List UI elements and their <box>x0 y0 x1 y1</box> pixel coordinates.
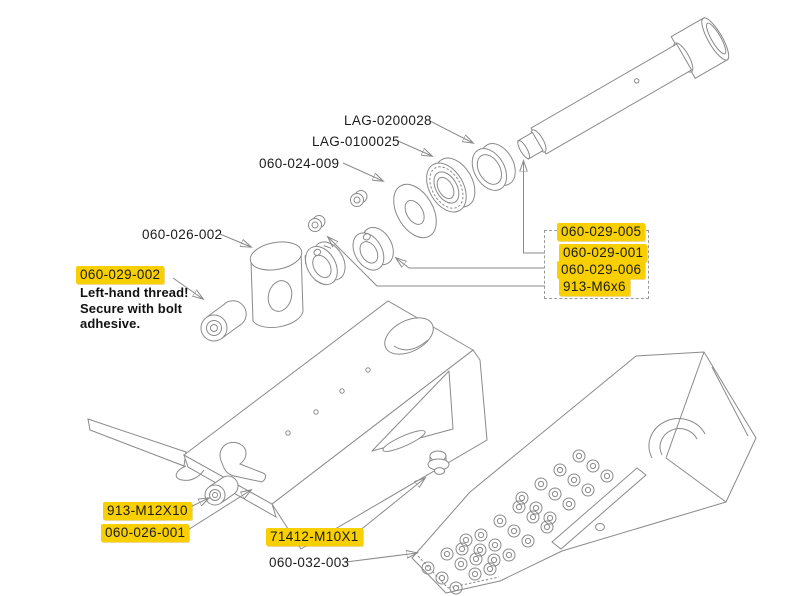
cylinder-housing-drawing <box>248 238 304 327</box>
part-label-060-029-006: 060-029-006 <box>557 261 646 279</box>
set-screw-upper-drawing <box>351 191 368 207</box>
part-label-060-026-002: 060-026-002 <box>142 227 223 242</box>
part-label-060-029-005: 060-029-005 <box>557 223 646 241</box>
part-label-913-m6x6: 913-M6x6 <box>559 278 630 296</box>
part-label-060-032-003: 060-032-003 <box>269 555 350 570</box>
axle-shaft-drawing <box>509 15 733 172</box>
part-label-lag-0200028: LAG-0200028 <box>344 113 432 128</box>
part-label-71412-m10x1: 71412-M10X1 <box>266 528 363 546</box>
part-label-060-026-001: 060-026-001 <box>101 524 190 542</box>
part-label-060-029-001: 060-029-001 <box>559 244 648 262</box>
washer-disc-drawing <box>385 177 445 245</box>
note-text: Left-hand thread! Secure with bolt adhes… <box>80 285 189 331</box>
roller-drawing <box>201 301 246 341</box>
part-label-lag-0100025: LAG-0100025 <box>312 134 400 149</box>
part-label-913-m12x10: 913-M12X10 <box>103 502 192 520</box>
collar-drawing <box>347 222 400 276</box>
set-screw-m6x6-drawing <box>309 216 326 232</box>
leader-lines <box>173 121 545 562</box>
lower-roller-drawing <box>205 476 238 505</box>
part-label-060-029-002: 060-029-002 <box>76 266 165 284</box>
hex-nut-drawing <box>299 236 352 290</box>
part-label-060-024-009: 060-024-009 <box>259 156 340 171</box>
pedal-plate-drawing <box>412 352 756 595</box>
